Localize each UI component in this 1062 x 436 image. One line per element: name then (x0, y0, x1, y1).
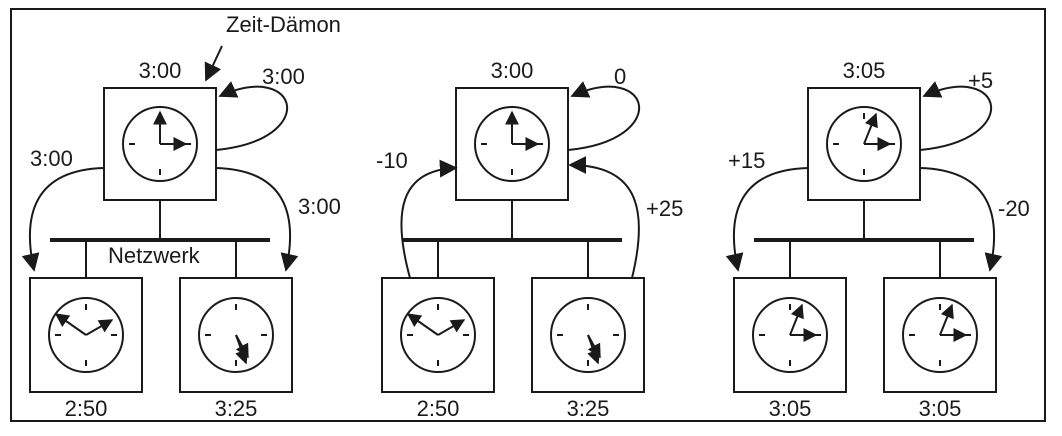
self-adjust-label: 3:00 (262, 64, 305, 89)
right-link-label: -20 (998, 196, 1030, 221)
clock-icon (550, 297, 626, 373)
time-daemon-label: Zeit-Dämon (226, 12, 341, 37)
right-link-label: 3:00 (298, 194, 341, 219)
client-time: 3:05 (768, 396, 812, 421)
left-link-arrow (21, 167, 105, 272)
clock-icon (122, 106, 198, 182)
diagram-frame (10, 8, 1046, 422)
left-link-arrow (400, 159, 458, 279)
left-link-label: +15 (728, 148, 766, 173)
self-adjust-arrow (215, 81, 289, 151)
clock-icon (48, 297, 124, 373)
client-machine-box (733, 277, 847, 393)
client-time: 2:50 (416, 396, 460, 421)
client-machine-box (531, 277, 645, 393)
clock-icon (474, 106, 550, 182)
clock-icon (400, 297, 476, 373)
client-time: 3:25 (566, 396, 610, 421)
left-link-arrow (725, 167, 809, 272)
client-time: 3:05 (918, 396, 962, 421)
right-link-label: +25 (646, 196, 684, 221)
clock-icon (826, 106, 902, 182)
client-machine-box (381, 277, 495, 393)
panel-1 (21, 45, 299, 393)
panel-2 (381, 81, 645, 393)
clock-icon (198, 297, 274, 373)
panel-3 (725, 81, 1003, 393)
right-link-arrow (568, 156, 640, 279)
self-adjust-arrow (919, 81, 993, 151)
right-link-arrow (215, 167, 299, 272)
client-machine-box (29, 277, 143, 393)
network-label: Netzwerk (106, 243, 202, 268)
daemon-time: 3:00 (138, 58, 182, 83)
right-link-arrow (919, 167, 1003, 272)
self-adjust-label: 0 (614, 64, 627, 89)
clock-icon (752, 297, 828, 373)
client-time: 2:50 (64, 396, 108, 421)
daemon-time: 3:05 (842, 58, 886, 83)
left-link-label: 3:00 (30, 146, 73, 171)
client-time: 3:25 (214, 396, 258, 421)
clock-icon (902, 297, 978, 373)
client-machine-box (179, 277, 293, 393)
self-adjust-label: +5 (968, 68, 994, 93)
left-link-label: -10 (376, 148, 408, 173)
daemon-time: 3:00 (490, 58, 534, 83)
self-adjust-arrow (567, 81, 641, 151)
client-machine-box (883, 277, 997, 393)
